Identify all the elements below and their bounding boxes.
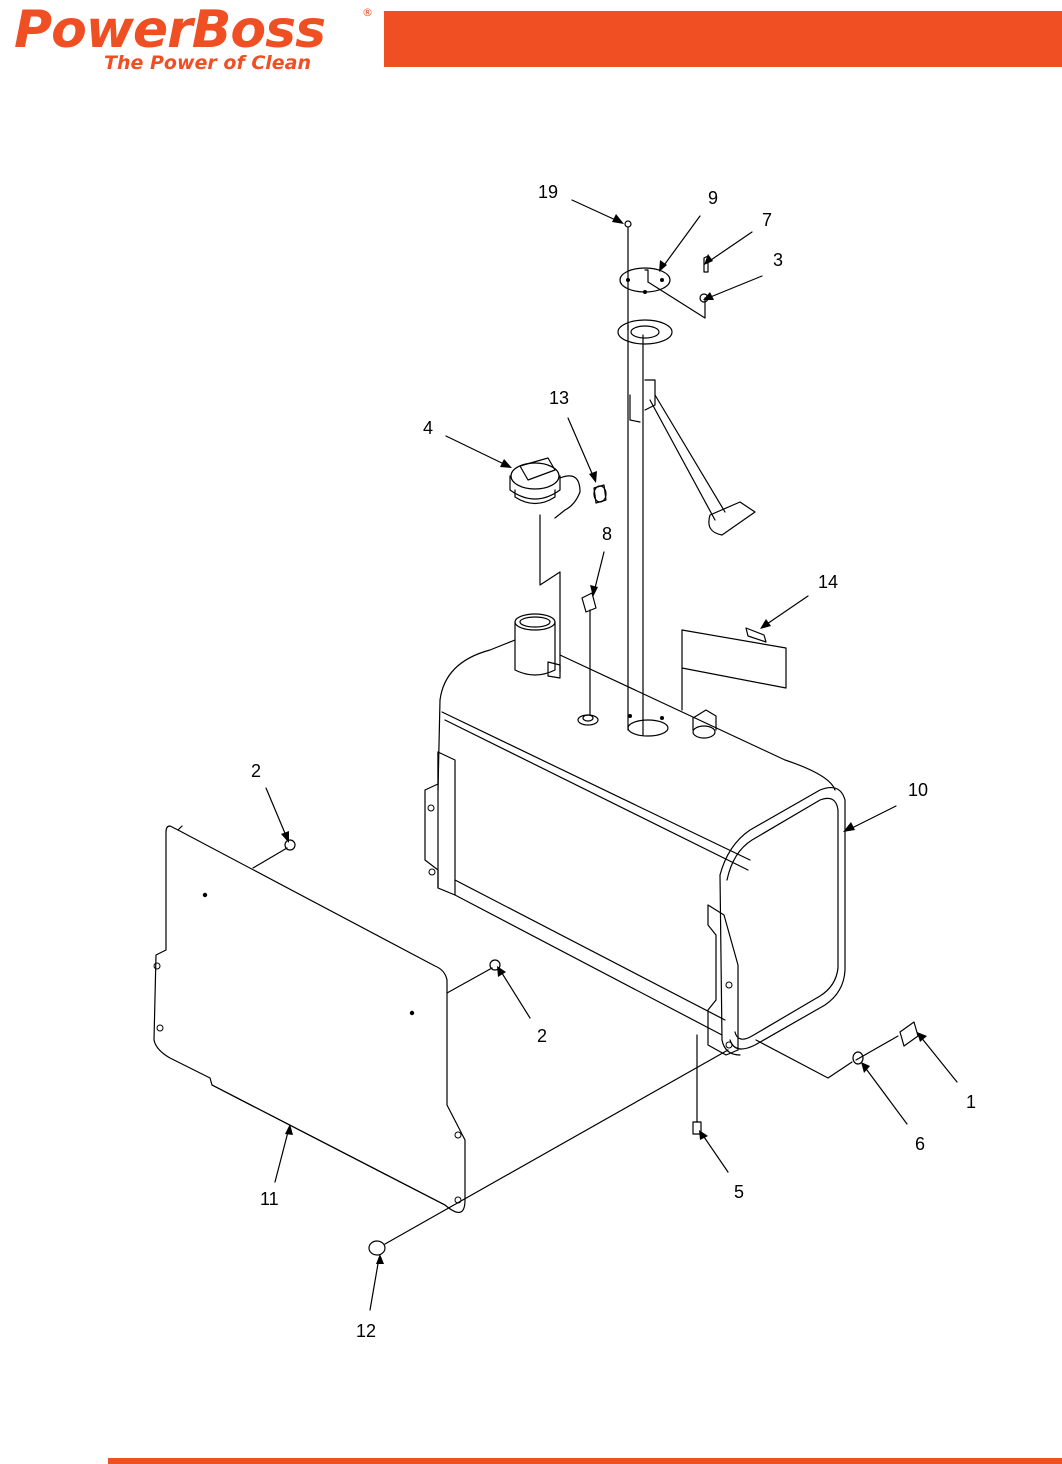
callout-6: 6 bbox=[915, 1134, 925, 1154]
header-bar bbox=[384, 11, 1062, 67]
callout-11: 11 bbox=[260, 1189, 279, 1209]
cover-panel bbox=[153, 825, 466, 1213]
registered-mark: ® bbox=[362, 6, 373, 19]
callout-12: 12 bbox=[356, 1321, 376, 1341]
brand-tagline: The Power of Clean bbox=[104, 52, 312, 74]
callout-8: 8 bbox=[602, 524, 612, 544]
leader-lines bbox=[265, 199, 958, 1311]
callout-10: 10 bbox=[908, 780, 928, 800]
callout-5: 5 bbox=[734, 1182, 744, 1202]
sender-unit bbox=[617, 267, 756, 736]
fuel-cap bbox=[509, 457, 581, 673]
fuel-tank bbox=[424, 613, 846, 1056]
callout-3: 3 bbox=[773, 250, 783, 270]
callout-7: 7 bbox=[762, 210, 772, 230]
callout-4: 4 bbox=[423, 418, 433, 438]
callout-2-upper: 2 bbox=[251, 761, 261, 781]
callout-1: 1 bbox=[966, 1092, 976, 1112]
callout-2-lower: 2 bbox=[537, 1026, 547, 1046]
callout-14: 14 bbox=[818, 572, 838, 592]
callout-19: 19 bbox=[538, 182, 558, 202]
footer-rule bbox=[108, 1458, 1062, 1464]
callout-13: 13 bbox=[549, 388, 569, 408]
callout-9: 9 bbox=[708, 188, 718, 208]
brand-name: PowerBoss bbox=[14, 0, 326, 60]
fittings bbox=[252, 220, 919, 1256]
